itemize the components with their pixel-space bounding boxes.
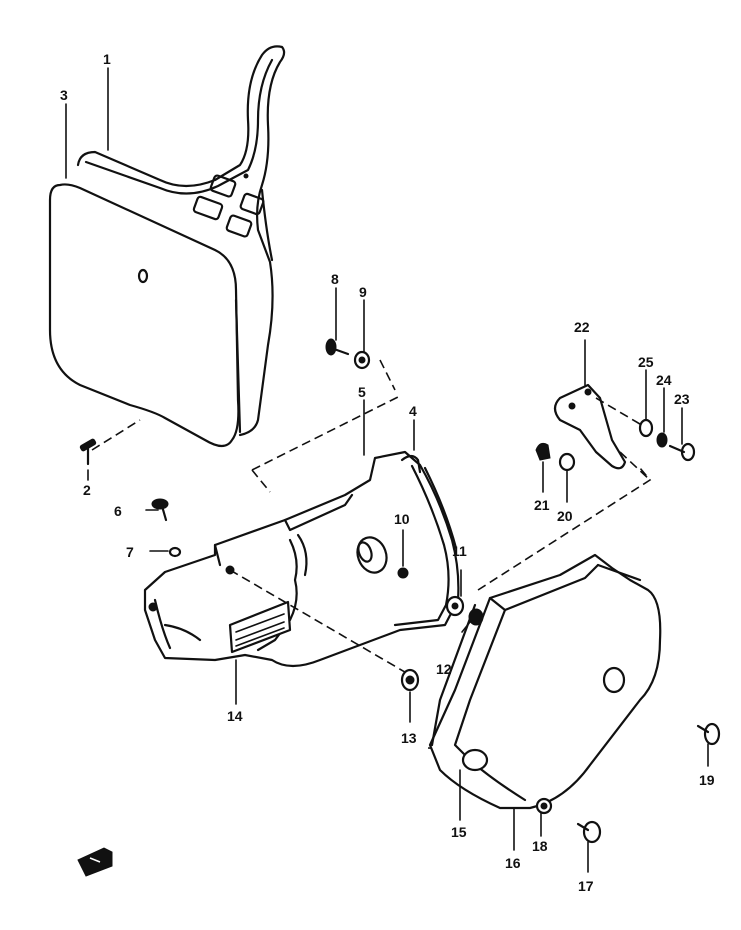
callout-4: 4 [409,403,417,419]
callout-7: 7 [126,544,134,560]
callout-19: 19 [699,772,715,788]
callout-17: 17 [578,878,594,894]
number-plate-bracket [76,45,286,437]
callout-20: 20 [557,508,573,524]
screw-2 [79,419,141,466]
callout-1: 1 [103,51,111,67]
bolt-23 [668,407,696,462]
callout-5: 5 [358,384,366,400]
nut-10 [397,529,409,579]
callout-2: 2 [83,482,91,498]
nut-20 [558,452,576,503]
right-side-cover [428,553,662,810]
washer-9 [353,299,371,370]
callout-25: 25 [638,354,654,370]
washer-24 [656,387,668,448]
bolt-6 [145,498,169,522]
callout-6: 6 [114,503,122,519]
washer-12 [461,608,484,633]
screw-17 [576,820,602,873]
washer-18 [535,797,553,837]
callout-13: 13 [401,730,417,746]
callout-3: 3 [60,87,68,103]
screw-8 [325,287,350,356]
bracket-22 [553,339,651,470]
callout-15: 15 [451,824,467,840]
washer-11 [445,569,465,617]
left-frame-cover [143,450,460,668]
callout-8: 8 [331,271,339,287]
decal-14 [228,600,292,654]
callout-16: 16 [505,855,521,871]
callout-21: 21 [534,497,550,513]
bracket-slots [192,173,265,238]
callout-11: 11 [452,543,467,559]
callout-23: 23 [674,391,690,407]
washer-13 [400,668,420,723]
front-arrow-icon [77,847,113,877]
callout-18: 18 [532,838,548,854]
callout-14: 14 [227,708,243,724]
callout-9: 9 [359,284,367,300]
number-plate [48,183,242,448]
washer-25 [638,369,654,438]
callout-24: 24 [656,372,672,388]
screw-19 [696,722,721,767]
callout-10: 10 [394,511,410,527]
callout-12: 12 [436,661,452,677]
callout-labels: 1 2 3 4 5 6 7 8 9 10 11 12 13 14 15 16 1… [60,51,715,894]
callout-22: 22 [574,319,590,335]
bolt-21 [535,442,551,493]
nut-7 [149,546,182,558]
